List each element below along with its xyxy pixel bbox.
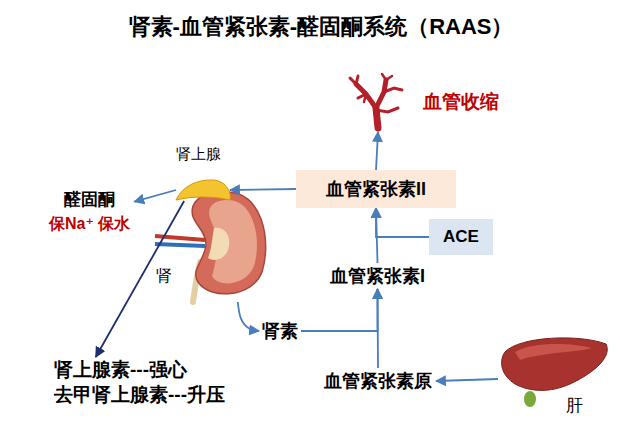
liver-highlight — [515, 344, 592, 360]
node-text: 血管紧张素原 — [324, 370, 432, 392]
connector-arrow — [376, 208, 378, 263]
hormone-list: 肾上腺素---强心去甲肾上腺素---升压 — [52, 357, 227, 407]
gallbladder — [524, 391, 536, 407]
renal-pelvis — [208, 228, 229, 260]
process-box: 血管紧张素II — [296, 170, 456, 208]
node-text: 肾上腺 — [176, 145, 221, 164]
node-text: 肝 — [566, 394, 583, 417]
enzyme-label: 肾素 — [259, 318, 301, 344]
connector-arrow — [301, 289, 378, 331]
node-text: 肾 — [156, 266, 172, 287]
connector-arrow — [436, 379, 498, 381]
node-text: 肾素 — [262, 320, 298, 342]
connector-arrow — [238, 302, 259, 331]
effect-label: 血管收缩 — [345, 72, 515, 132]
vessel-branch — [386, 76, 392, 80]
vessel-branch — [376, 80, 386, 108]
node-text: 保Na⁺ 保水 — [49, 214, 130, 234]
kidney-node: 肾 — [178, 186, 270, 302]
connector-arrow — [376, 132, 378, 170]
connector-group — [96, 132, 498, 381]
kidney-outline — [192, 192, 266, 294]
vessel-branch — [356, 76, 358, 84]
kidney-illustration — [155, 180, 266, 302]
vessel-icon — [350, 74, 402, 128]
node-text: 去甲肾上腺素---升压 — [54, 382, 225, 407]
node-text: 肾上腺素---强心 — [54, 357, 225, 382]
connector-arrow — [376, 208, 429, 237]
liver-node: 肝 — [498, 336, 610, 422]
adrenal-node: 肾上腺 — [176, 179, 230, 201]
hormone-label: 醛固酮保Na⁺ 保水 — [45, 187, 134, 236]
renal-vein — [155, 244, 205, 246]
vessel-branch — [356, 84, 376, 108]
node-text: 血管紧张素II — [326, 178, 426, 200]
vessel-branch — [364, 94, 366, 102]
node-text: 血管紧张素I — [330, 265, 425, 287]
substance-label: 血管紧张素原 — [320, 368, 436, 394]
diagram-title: 肾素-血管紧张素-醛固酮系统（RAAS） — [0, 12, 642, 42]
liver-outline — [502, 338, 608, 390]
liver-illustration — [502, 338, 608, 407]
substance-label: 血管紧张素I — [326, 263, 429, 289]
adrenal-gland — [176, 180, 230, 200]
node-text: 血管收缩 — [423, 89, 499, 115]
vessel-branch — [384, 88, 402, 92]
connector-arrow — [230, 189, 296, 190]
connector-arrow — [134, 190, 176, 202]
node-text: ACE — [443, 226, 479, 248]
vessel-branch — [376, 108, 398, 112]
node-text: 醛固酮 — [49, 189, 130, 210]
enzyme-box: ACE — [429, 219, 493, 255]
